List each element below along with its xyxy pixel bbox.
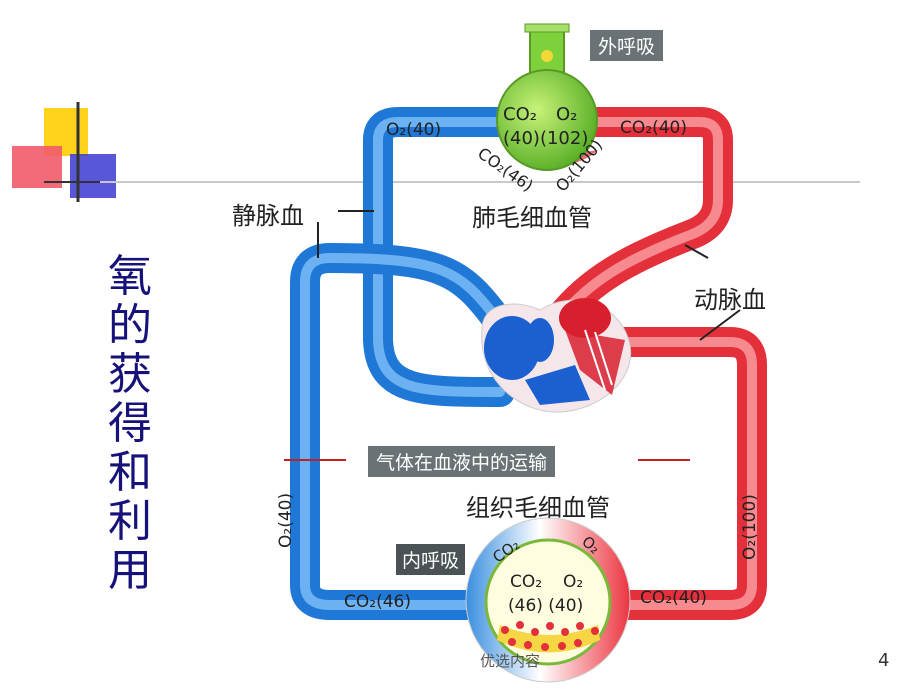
tissue-co2-label: CO₂	[510, 572, 543, 592]
tissue-values-label: (46) (40)	[508, 596, 584, 616]
venous-blood-label: 静脉血	[232, 202, 304, 230]
heart	[481, 298, 632, 413]
pulmonary-capillaries-label: 肺毛细血管	[472, 204, 592, 232]
arterial-blood-label: 动脉血	[694, 286, 766, 314]
co2-40-bottom-label: CO₂(40)	[640, 588, 707, 608]
tissue-cell	[465, 517, 631, 683]
o2-40-left-label: O₂(40)	[276, 492, 296, 548]
footer-text: 优选内容	[480, 652, 541, 670]
title-char: 得	[108, 398, 152, 449]
o2-40-top-label: O₂(40)	[386, 120, 442, 140]
title-char: 氧	[108, 251, 152, 302]
external-respiration-box: 外呼吸	[590, 30, 664, 61]
slide-title: 氧 的 获 得 和 利 用	[100, 252, 160, 595]
lung-co2-label: CO₂	[503, 104, 537, 125]
tissue-o2-label: O₂	[563, 572, 584, 592]
lung-values-label: (40)(102)	[503, 128, 589, 149]
title-char: 的	[108, 300, 152, 351]
title-char: 获	[108, 349, 152, 400]
lung-alveolus	[496, 23, 598, 171]
tissue-capillaries-label: 组织毛细血管	[466, 494, 610, 522]
page-number: 4	[878, 650, 890, 671]
title-char: 用	[108, 545, 152, 596]
co2-40-top-label: CO₂(40)	[620, 118, 687, 138]
title-rule	[100, 181, 860, 183]
corner-decoration	[12, 102, 140, 202]
co2-46-bottom-label: CO₂(46)	[344, 592, 411, 612]
gas-transport-box: 气体在血液中的运输	[368, 446, 556, 477]
title-char: 和	[108, 447, 152, 498]
o2-100-right-label: O₂(100)	[740, 494, 760, 560]
title-char: 利	[108, 496, 152, 547]
internal-respiration-box: 内呼吸	[396, 544, 466, 575]
lung-o2-label: O₂	[556, 104, 578, 125]
